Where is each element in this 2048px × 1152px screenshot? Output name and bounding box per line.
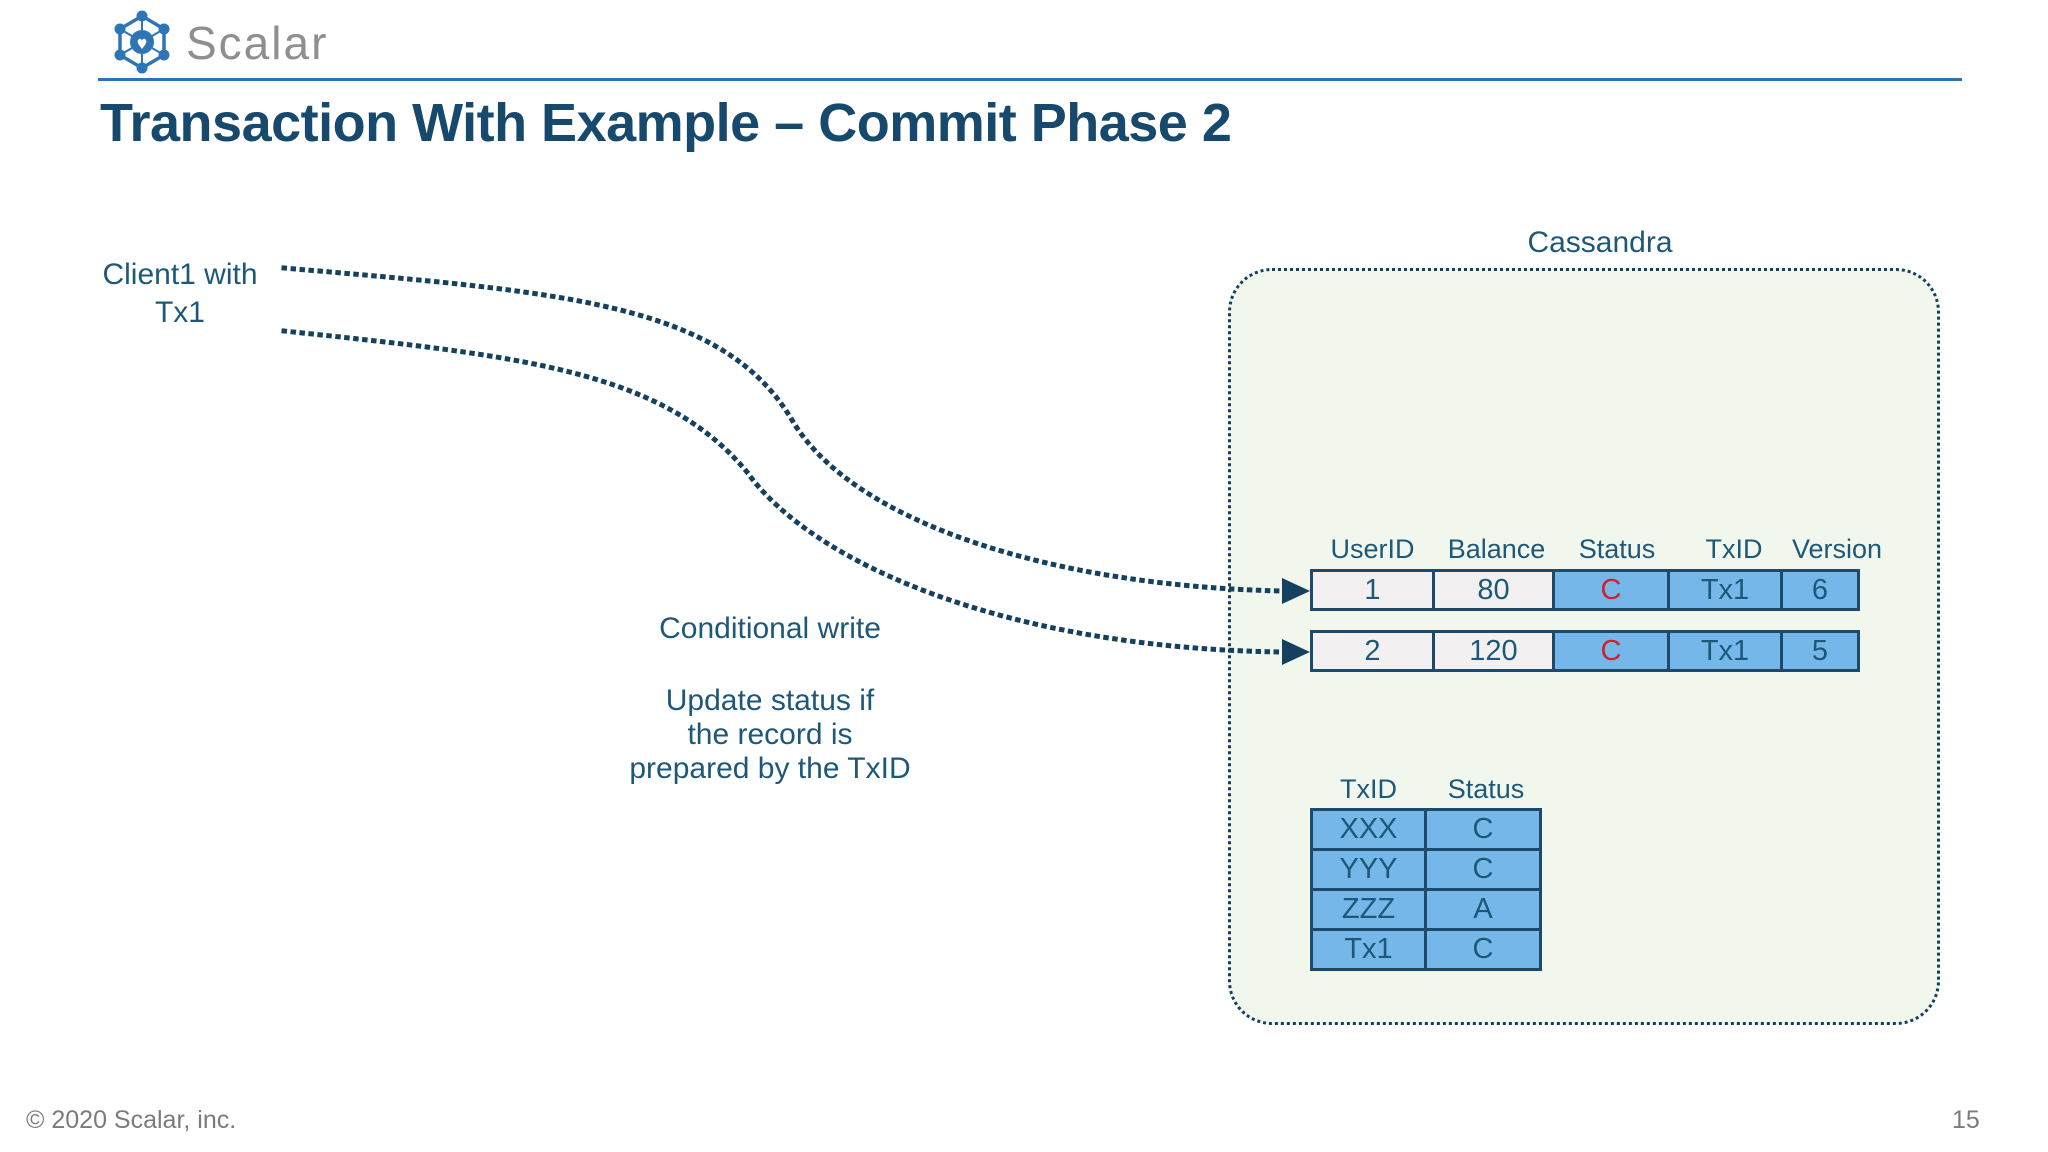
cell-userid: 1	[1310, 569, 1435, 611]
cell-txid: YYY	[1310, 848, 1427, 891]
cell-status: C	[1552, 630, 1670, 672]
cell-txid: Tx1	[1667, 630, 1783, 672]
tx-header-status: Status	[1447, 774, 1525, 804]
cell-version: 6	[1780, 569, 1860, 611]
tx-table-row: Tx1 C	[1310, 928, 1542, 971]
status-value: C	[1600, 573, 1622, 606]
account-header-version: Version	[1792, 534, 1883, 564]
account-header-balance: Balance	[1447, 534, 1546, 564]
account-header-userid: UserID	[1330, 534, 1415, 564]
arrow-curve-row1	[281, 265, 1285, 594]
cell-status: C	[1424, 928, 1542, 971]
scalar-logo-icon	[114, 10, 170, 74]
tx-table-row: YYY C	[1310, 848, 1542, 891]
cassandra-label: Cassandra	[1527, 226, 1673, 259]
status-value: C	[1600, 634, 1622, 667]
tx-table-row: ZZZ A	[1310, 888, 1542, 931]
copyright-text: © 2020 Scalar, inc.	[26, 1106, 237, 1134]
cell-userid: 2	[1310, 630, 1435, 672]
client-label-line2: Tx1	[154, 296, 205, 329]
slide-title: Transaction With Example – Commit Phase …	[100, 93, 1232, 153]
brand-name: Scalar	[186, 17, 329, 69]
client-label-line1: Client1 with	[102, 258, 258, 291]
cell-status: C	[1424, 808, 1542, 851]
cell-balance: 80	[1432, 569, 1555, 611]
tx-header-txid: TxID	[1340, 774, 1397, 804]
update-status-note: Update status if the record is prepared …	[560, 684, 980, 786]
arrow-curve-row2	[281, 328, 1285, 655]
account-table-row: 1 80 C Tx1 6	[1310, 569, 1860, 611]
tx-status-table: XXX C YYY C ZZZ A Tx1 C	[1310, 808, 1542, 971]
cell-status: C	[1424, 848, 1542, 891]
cell-status: A	[1424, 888, 1542, 931]
arrowhead-row2	[1282, 639, 1310, 665]
cell-txid: Tx1	[1667, 569, 1783, 611]
tx-table-headers: TxID Status	[1310, 774, 1545, 805]
update-status-line3: prepared by the TxID	[629, 752, 911, 785]
cell-balance: 120	[1432, 630, 1555, 672]
tx-table-row: XXX C	[1310, 808, 1542, 851]
page-number: 15	[1952, 1106, 1980, 1134]
header-divider	[98, 78, 1962, 81]
client-label: Client1 with Tx1	[55, 256, 305, 332]
cell-txid: XXX	[1310, 808, 1427, 851]
arrowhead-row1	[1282, 578, 1310, 604]
conditional-write-label: Conditional write	[659, 612, 881, 645]
account-header-status: Status	[1578, 534, 1656, 564]
account-table-headers: UserID Balance Status TxID Version	[1310, 534, 1883, 565]
cell-txid: Tx1	[1310, 928, 1427, 971]
cell-txid: ZZZ	[1310, 888, 1427, 931]
account-table-row: 2 120 C Tx1 5	[1310, 630, 1860, 672]
cell-status: C	[1552, 569, 1670, 611]
cell-version: 5	[1780, 630, 1860, 672]
update-status-line2: the record is	[687, 718, 853, 751]
update-status-line1: Update status if	[665, 684, 875, 717]
account-header-txid: TxID	[1705, 534, 1763, 564]
